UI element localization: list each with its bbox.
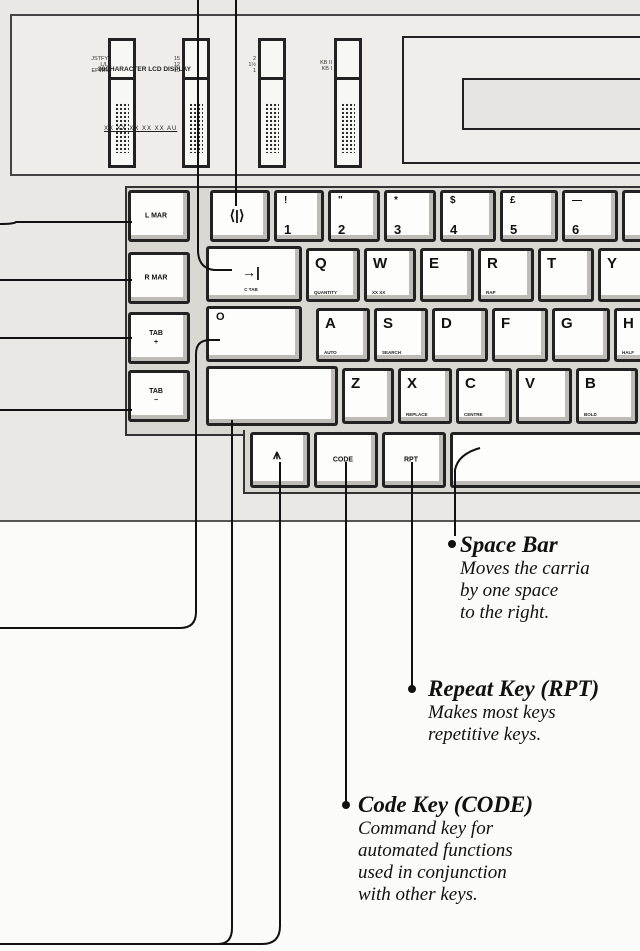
key-f[interactable]: F (492, 308, 548, 362)
pitch-selector-slider[interactable] (182, 38, 210, 168)
repeat-key-callout: Repeat Key (RPT) Makes most keys repetit… (428, 676, 599, 746)
repeat-key-dot (408, 685, 416, 693)
right-margin-key[interactable]: R MAR (128, 252, 190, 304)
repeat-key-desc-2: repetitive keys. (428, 724, 542, 745)
space-bar-title: Space Bar (460, 532, 558, 557)
repeat-key-title: Repeat Key (RPT) (428, 676, 600, 701)
leader-top-left (197, 0, 232, 271)
key-y[interactable]: Y (598, 248, 640, 302)
shift-key[interactable] (206, 366, 338, 426)
code-key-desc-3: used in conjunction (358, 862, 507, 883)
space-bar-desc-3: to the right. (460, 602, 550, 623)
key-v[interactable]: V (516, 368, 572, 424)
speaker-grill (189, 103, 203, 153)
space-bar-key[interactable] (450, 432, 640, 488)
key-z[interactable]: Z (342, 368, 394, 424)
leader-index (186, 462, 281, 945)
lcd-indicator-marks: XX XX XX XX XX AU (104, 126, 178, 132)
space-bar-dot (448, 540, 456, 548)
key-g[interactable]: G (552, 308, 610, 362)
slider1-labels: JSTFY L/L EPWR (91, 56, 108, 74)
lock-key[interactable]: O (206, 306, 302, 362)
left-margin-key[interactable]: L MAR (128, 190, 190, 242)
lcd-title-label: 30CHARACTER LCD DISPLAY (98, 66, 191, 73)
code-key-desc-1: Command key for (358, 818, 494, 839)
keyboard-selector-slider[interactable] (334, 38, 362, 168)
slider3-labels: 2 1½ 1 (248, 56, 256, 74)
code-key-desc-4: with other keys. (358, 884, 478, 905)
key-d[interactable]: D (432, 308, 488, 362)
key-1[interactable]: !1 (274, 190, 324, 242)
leader-space (454, 447, 481, 536)
key-2[interactable]: "2 (328, 190, 380, 242)
space-bar-callout: Space Bar Moves the carria by one space … (460, 532, 590, 624)
key-7-partial[interactable] (622, 190, 640, 242)
leader-l-mar (0, 221, 132, 225)
key-3[interactable]: *3 (384, 190, 436, 242)
tab-clear-key[interactable]: TAB− (128, 370, 190, 422)
code-key-callout: Code Key (CODE) Command key for automate… (358, 792, 533, 906)
key-4[interactable]: $4 (440, 190, 496, 242)
space-bar-desc-2: by one space (460, 580, 559, 601)
repeat-key[interactable]: RPT (382, 432, 446, 488)
code-key-title: Code Key (CODE) (358, 792, 534, 817)
repeat-key-desc-1: Makes most keys (428, 702, 556, 723)
line-spacing-slider[interactable] (258, 38, 286, 168)
space-bar-desc-1: Moves the carria (460, 558, 590, 579)
leader-shift (0, 420, 233, 945)
speaker-grill (341, 103, 355, 153)
justify-selector-slider[interactable] (108, 38, 136, 168)
key-e[interactable]: E (420, 248, 474, 302)
key-6[interactable]: —6 (562, 190, 618, 242)
code-key-dot (342, 801, 350, 809)
code-key-desc-2: automated functions (358, 840, 513, 861)
key-5[interactable]: £5 (500, 190, 558, 242)
slider4-labels: KB II KB I (320, 60, 332, 72)
lcd-screen (462, 78, 640, 130)
slider2-labels: 15 12 10 (173, 56, 180, 74)
speaker-grill (265, 103, 279, 153)
tab-key[interactable]: →| C TAB (206, 246, 302, 302)
key-t[interactable]: T (538, 248, 594, 302)
tab-set-key[interactable]: TAB+ (128, 312, 190, 364)
speaker-grill (115, 103, 129, 153)
leader-lock (0, 339, 220, 629)
half-space-key[interactable]: ⟨|⟩ (210, 190, 270, 242)
lcd-display-housing (402, 36, 640, 164)
